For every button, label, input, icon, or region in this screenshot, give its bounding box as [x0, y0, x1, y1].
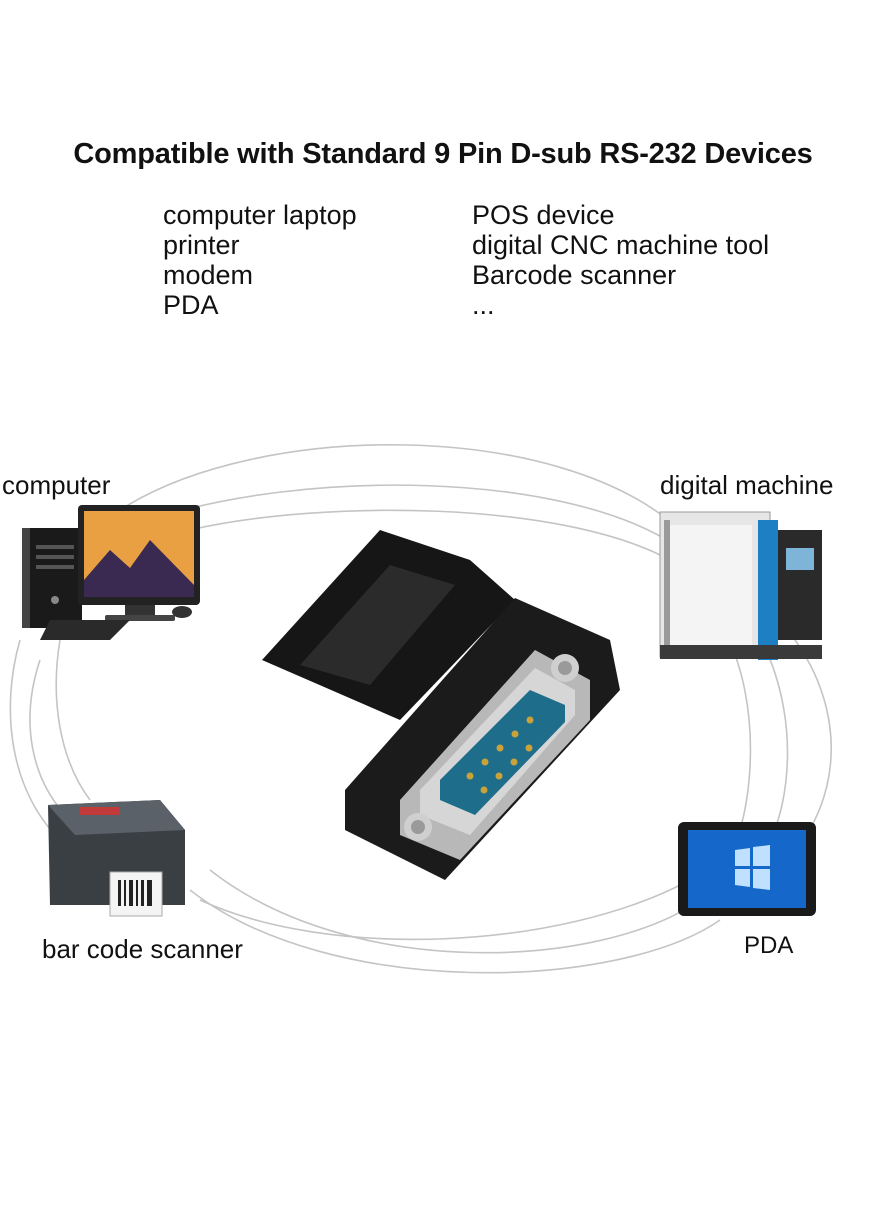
- label-computer: computer: [2, 470, 111, 500]
- label-digital-machine: digital machine: [660, 470, 834, 500]
- desktop-computer-icon: [22, 505, 200, 640]
- list-item: computer laptop: [163, 200, 357, 230]
- list-item: PDA: [163, 290, 219, 320]
- list-item: modem: [163, 260, 254, 290]
- list-item: Barcode scanner: [472, 260, 677, 290]
- device-list-right: POS device digital CNC machine tool Barc…: [472, 200, 769, 320]
- device-list-left: computer laptop printer modem PDA: [163, 200, 357, 320]
- list-item: digital CNC machine tool: [472, 230, 770, 260]
- list-item: printer: [163, 230, 240, 260]
- list-item: POS device: [472, 200, 615, 230]
- label-printer-icon: [48, 800, 185, 917]
- page-title: Compatible with Standard 9 Pin D-sub RS-…: [73, 138, 813, 170]
- label-bar-code-scanner: bar code scanner: [42, 934, 243, 964]
- cnc-machine-icon: [659, 511, 822, 660]
- db9-adapter-icon: [262, 530, 620, 880]
- list-item: ...: [472, 290, 495, 320]
- tablet-icon: [678, 822, 816, 916]
- label-pda: PDA: [744, 932, 794, 959]
